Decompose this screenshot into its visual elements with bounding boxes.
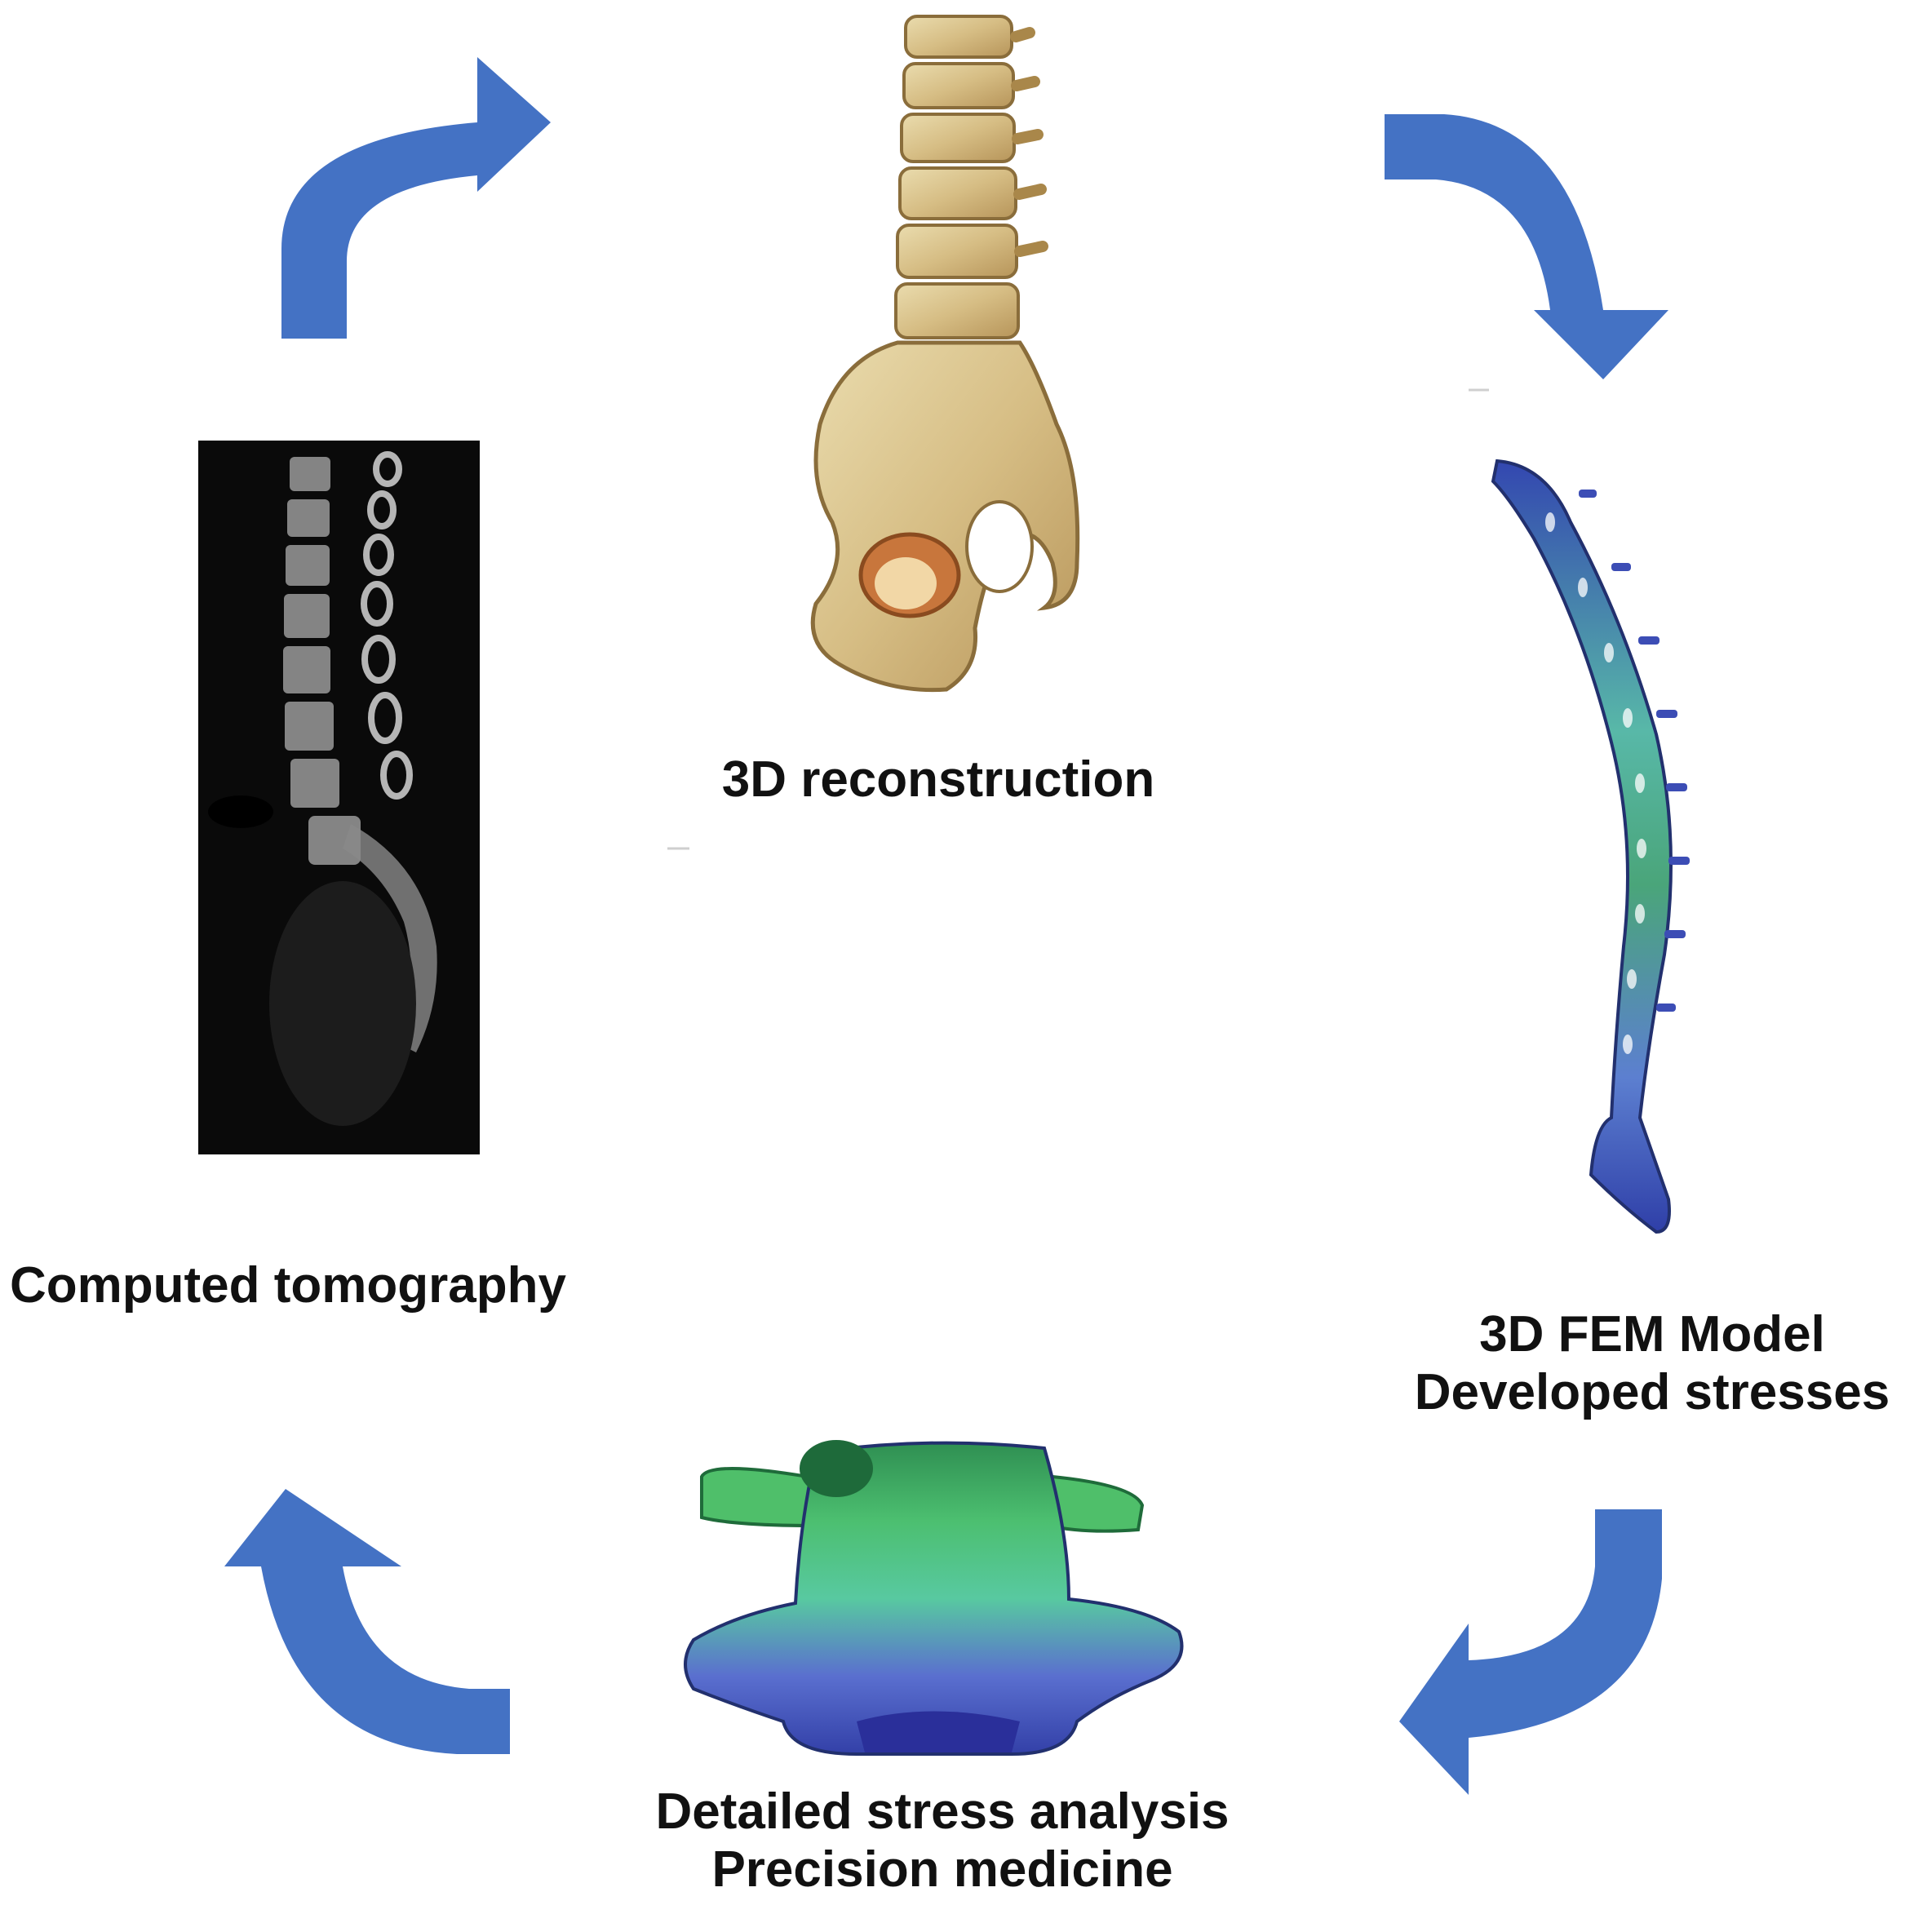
- fem-process-marks: [1545, 512, 1646, 1054]
- fem-spine-model: [1491, 459, 1690, 1234]
- vertebra-lower-plate: [857, 1711, 1020, 1752]
- fem-label-line1: 3D FEM Model: [1479, 1306, 1825, 1362]
- obturator-foramen: [965, 500, 1034, 593]
- vertebra-dark-spot: [800, 1440, 873, 1497]
- vertebra-left-process: [700, 1467, 818, 1528]
- reconstruction-label: 3D reconstruction: [721, 751, 1155, 808]
- ct-spinous-processes: [361, 451, 413, 800]
- vertebra-right-process: [1046, 1474, 1145, 1533]
- curved-arrow-icon: [1385, 114, 1668, 379]
- label-computed-tomography: Computed tomography: [10, 1256, 662, 1314]
- ct-soft-tissue: [269, 881, 416, 1126]
- label-stress-analysis: Detailed stress analysis Precision medic…: [596, 1783, 1289, 1899]
- vertebra-stack: [894, 15, 1020, 339]
- femoral-head: [875, 557, 937, 609]
- pelvis: [810, 340, 1080, 693]
- vertebra-stress-map: [684, 1440, 1184, 1756]
- ct-vertebrae: [283, 457, 361, 865]
- analysis-label-line1: Detailed stress analysis: [655, 1783, 1230, 1840]
- transverse-processes: [1010, 27, 1048, 257]
- fem-right-processes: [1579, 490, 1690, 1012]
- label-fem-model: 3D FEM Model Developed stresses: [1379, 1305, 1925, 1422]
- fem-label-line2: Developed stresses: [1414, 1364, 1890, 1421]
- 3d-spine-pelvis-render: [810, 15, 1080, 693]
- ct-scan-image: [198, 441, 480, 1154]
- label-3d-reconstruction: 3D reconstruction: [685, 751, 1191, 809]
- curved-arrow-icon: [224, 1489, 510, 1754]
- curved-arrow-icon: [1399, 1509, 1662, 1795]
- vertebra-body: [684, 1441, 1184, 1756]
- analysis-label-line2: Precision medicine: [711, 1841, 1173, 1898]
- curved-arrow-icon: [281, 57, 551, 339]
- ct-label: Computed tomography: [10, 1257, 566, 1314]
- ct-bowel-gas: [208, 795, 273, 828]
